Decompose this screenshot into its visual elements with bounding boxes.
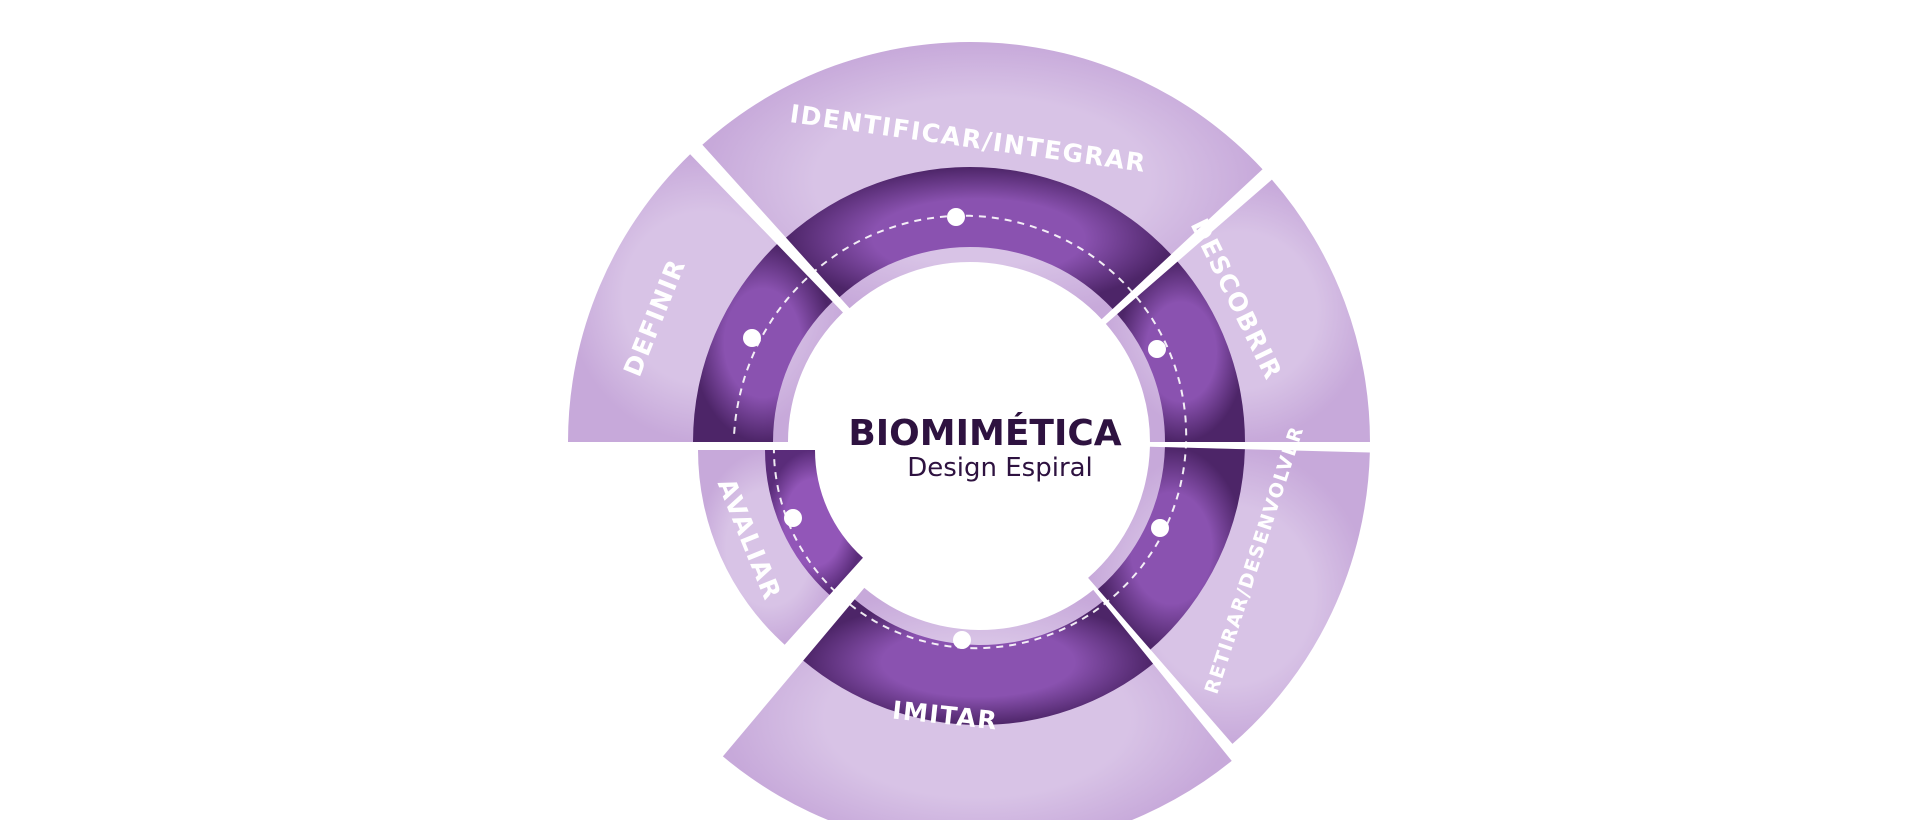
inner-segment-descobrir <box>1117 261 1245 442</box>
stage-dot-definir <box>743 329 761 347</box>
spiral-dashed-line <box>733 214 1188 650</box>
stage-dot-retirar <box>1151 519 1169 537</box>
inner-segment-avaliar <box>765 450 863 595</box>
stage-dot-avaliar <box>784 509 802 527</box>
inner-segment-identificar <box>785 166 1172 310</box>
stage-dot-imitar <box>953 631 971 649</box>
inner-ring <box>693 166 1245 726</box>
inner-segment-definir <box>693 244 833 442</box>
center-title-group: BIOMIMÉTICA Design Espiral <box>848 412 1121 483</box>
stage-dot-descobrir <box>1148 340 1166 358</box>
inner-segment-retirar <box>1097 447 1245 650</box>
diagram-title: BIOMIMÉTICA <box>848 412 1121 454</box>
inner-segment-imitar <box>803 599 1154 726</box>
stage-dots <box>743 208 1169 649</box>
spiral-path <box>733 214 1188 650</box>
diagram-subtitle: Design Espiral <box>907 453 1093 483</box>
outer-segment-avaliar <box>698 450 840 645</box>
stage-dot-identificar <box>947 208 965 226</box>
